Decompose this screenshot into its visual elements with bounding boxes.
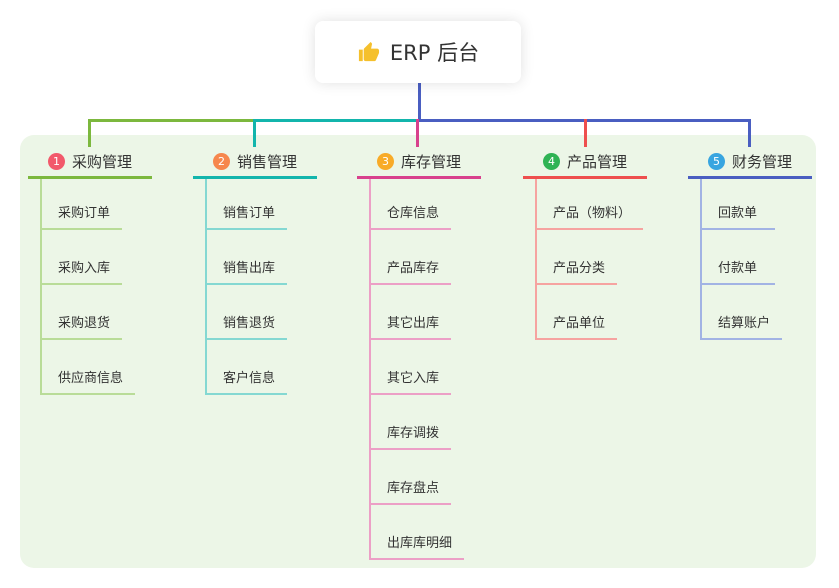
child-node[interactable]: 采购退货 xyxy=(42,285,123,340)
branch-number-badge: 4 xyxy=(542,152,560,170)
branch-label: 销售管理 xyxy=(236,152,297,171)
child-node[interactable]: 其它入库 xyxy=(371,340,452,395)
child-node[interactable]: 库存调拨 xyxy=(371,395,452,450)
connector-drop-2 xyxy=(253,119,256,147)
branch-number-badge: 2 xyxy=(212,152,230,170)
branch-label: 采购管理 xyxy=(71,152,132,171)
child-node[interactable]: 产品单位 xyxy=(537,285,618,340)
branch-children: 仓库信息 产品库存 其它出库 其它入库 库存调拨 库存盘点 出库库明细 xyxy=(369,179,539,560)
branch-sales: 2 销售管理 销售订单 销售出库 销售退货 客户信息 xyxy=(193,146,375,395)
child-node[interactable]: 出库库明细 xyxy=(371,505,465,560)
branch-purchase: 1 采购管理 采购订单 采购入库 采购退货 供应商信息 xyxy=(28,146,210,395)
root-node[interactable]: ERP 后台 xyxy=(315,21,521,83)
child-node[interactable]: 销售订单 xyxy=(207,179,288,230)
connector-root-vertical xyxy=(418,83,421,122)
child-node[interactable]: 供应商信息 xyxy=(42,340,136,395)
branch-header[interactable]: 3 库存管理 xyxy=(357,146,481,179)
branch-number-badge: 5 xyxy=(707,152,725,170)
branches-panel xyxy=(20,135,816,568)
branch-number-badge: 1 xyxy=(47,152,65,170)
branch-inventory: 3 库存管理 仓库信息 产品库存 其它出库 其它入库 库存调拨 库存盘点 出库库… xyxy=(357,146,539,560)
branch-header[interactable]: 4 产品管理 xyxy=(523,146,647,179)
branch-header[interactable]: 5 财务管理 xyxy=(688,146,812,179)
child-node[interactable]: 采购订单 xyxy=(42,179,123,230)
connector-bus-teal xyxy=(254,119,419,122)
child-node[interactable]: 采购入库 xyxy=(42,230,123,285)
connector-bus-green xyxy=(88,119,254,122)
branch-children: 采购订单 采购入库 采购退货 供应商信息 xyxy=(40,179,210,395)
branch-label: 库存管理 xyxy=(400,152,461,171)
child-node[interactable]: 销售出库 xyxy=(207,230,288,285)
branch-finance: 5 财务管理 回款单 付款单 结算账户 xyxy=(688,146,839,340)
connector-drop-5 xyxy=(748,119,751,147)
child-node[interactable]: 产品（物料） xyxy=(537,179,644,230)
branch-product: 4 产品管理 产品（物料） 产品分类 产品单位 xyxy=(523,146,705,340)
child-node[interactable]: 客户信息 xyxy=(207,340,288,395)
child-node[interactable]: 产品库存 xyxy=(371,230,452,285)
branch-children: 销售订单 销售出库 销售退货 客户信息 xyxy=(205,179,375,395)
branch-header[interactable]: 2 销售管理 xyxy=(193,146,317,179)
connector-drop-1 xyxy=(88,119,91,147)
branch-header[interactable]: 1 采购管理 xyxy=(28,146,152,179)
connector-drop-3 xyxy=(416,119,419,147)
branch-number-badge: 3 xyxy=(376,152,394,170)
branch-children: 产品（物料） 产品分类 产品单位 xyxy=(535,179,705,340)
root-label: ERP 后台 xyxy=(389,41,480,65)
child-node[interactable]: 仓库信息 xyxy=(371,179,452,230)
branch-label: 产品管理 xyxy=(566,152,627,171)
thumbs-up-icon xyxy=(358,41,379,61)
child-node[interactable]: 产品分类 xyxy=(537,230,618,285)
child-node[interactable]: 其它出库 xyxy=(371,285,452,340)
child-node[interactable]: 库存盘点 xyxy=(371,450,452,505)
child-node[interactable]: 付款单 xyxy=(702,230,775,285)
child-node[interactable]: 销售退货 xyxy=(207,285,288,340)
child-node[interactable]: 结算账户 xyxy=(702,285,783,340)
child-node[interactable]: 回款单 xyxy=(702,179,775,230)
branch-children: 回款单 付款单 结算账户 xyxy=(700,179,839,340)
connector-drop-4 xyxy=(584,119,587,147)
branch-label: 财务管理 xyxy=(731,152,792,171)
